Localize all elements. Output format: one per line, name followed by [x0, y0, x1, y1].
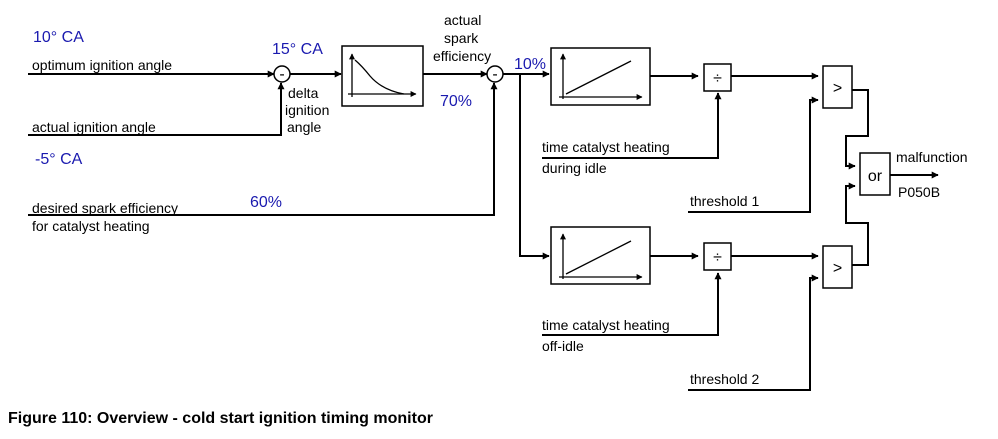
label-time-idle-line1: time catalyst heating	[542, 139, 670, 155]
label-time-offidle-line1: time catalyst heating	[542, 317, 670, 333]
comparator-block-upper: >	[822, 65, 853, 109]
value-actual-angle: -5° CA	[35, 151, 83, 168]
label-actual-ignition-angle: actual ignition angle	[32, 119, 156, 135]
wires	[28, 70, 939, 391]
wire-time-idle	[542, 92, 722, 159]
comparator-block-lower: >	[822, 245, 853, 289]
divide-symbol: ÷	[713, 70, 722, 87]
ramp-block-lower	[550, 226, 651, 285]
wire-desired-efficiency	[28, 82, 498, 216]
divide-symbol: ÷	[713, 249, 722, 266]
label-desired-efficiency-line1: desired spark efficiency	[32, 200, 178, 216]
label-desired-efficiency-line2: for catalyst heating	[32, 218, 150, 234]
divider-block-lower: ÷	[703, 242, 732, 271]
or-symbol: or	[868, 168, 883, 185]
wire-to-lower-ramp	[519, 74, 550, 260]
wire-compare-2-to-or	[845, 182, 869, 266]
label-threshold-1: threshold 1	[690, 193, 759, 209]
label-spark-line3: efficiency	[433, 48, 491, 64]
subtract-symbol: -	[492, 66, 497, 83]
subtract-junction-angle: -	[273, 65, 291, 83]
figure-caption: Figure 110: Overview - cold start igniti…	[8, 410, 433, 427]
subtract-symbol: -	[279, 66, 284, 83]
label-delta-line2: ignition	[285, 102, 329, 118]
label-threshold-2: threshold 2	[690, 371, 759, 387]
value-efficiency-upper: 10%	[514, 56, 546, 73]
label-spark-line2: spark	[444, 30, 479, 46]
wire-compare-1-to-or	[845, 89, 869, 170]
label-time-offidle-line2: off-idle	[542, 338, 584, 354]
wire-threshold-1	[688, 96, 819, 213]
subtract-junction-efficiency: -	[486, 65, 504, 83]
wire-time-offidle	[542, 272, 722, 336]
label-spark-line1: actual	[444, 12, 481, 28]
label-fault-code: P050B	[898, 184, 940, 200]
compare-symbol: >	[833, 260, 842, 277]
label-delta-line3: angle	[287, 119, 321, 135]
label-time-idle-line2: during idle	[542, 160, 607, 176]
wire-threshold-2	[688, 274, 819, 391]
value-optimum-angle: 10° CA	[33, 29, 84, 46]
or-gate: or	[859, 152, 891, 196]
wire-actual-angle	[28, 82, 285, 136]
divider-block-upper: ÷	[703, 63, 732, 92]
compare-symbol: >	[833, 80, 842, 97]
value-desired-efficiency: 60%	[250, 194, 282, 211]
value-efficiency-lower: 70%	[440, 93, 472, 110]
label-optimum-ignition-angle: optimum ignition angle	[32, 57, 172, 73]
value-delta-angle: 15° CA	[272, 41, 323, 58]
label-malfunction: malfunction	[896, 149, 968, 165]
ramp-block-upper	[550, 47, 651, 106]
label-delta-line1: delta	[288, 85, 319, 101]
curve-block	[341, 45, 424, 107]
